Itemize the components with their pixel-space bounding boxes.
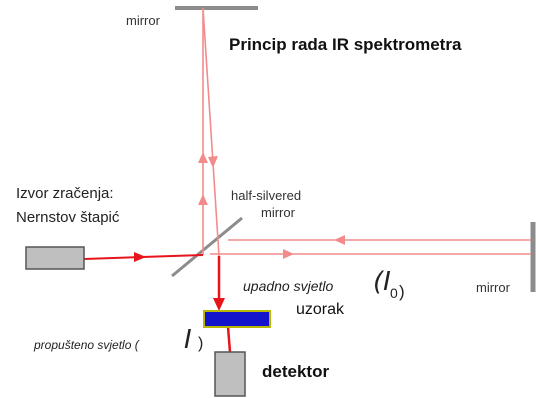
half-silvered-mirror	[171, 216, 243, 278]
incident-intensity-close: )	[399, 282, 405, 301]
beam-to-sample-arrow	[213, 298, 225, 311]
arrow-up-1	[198, 152, 208, 163]
source-lamp	[25, 246, 85, 270]
incident-intensity-symbol: (I	[373, 267, 391, 297]
source-label-line1: Izvor zračenja:	[16, 185, 114, 202]
top-mirror-label: mirror	[126, 13, 160, 28]
source-label-line2: Nernstov štapić	[16, 209, 120, 226]
arrow-left-return	[334, 235, 345, 245]
detector-label: detektor	[262, 362, 330, 381]
arrow-up-2	[198, 194, 208, 205]
beam-top-return	[202, 7, 220, 257]
arrow-right-out	[283, 249, 294, 259]
beam-to-detector	[226, 326, 232, 353]
incident-intensity-subscript: 0	[390, 285, 398, 301]
diagram-title: Princip rada IR spektrometra	[229, 35, 462, 54]
right-mirror-label: mirror	[476, 280, 510, 295]
sample-cell	[203, 310, 271, 328]
half-silvered-label-line1: half-silvered	[231, 188, 302, 203]
detector-box	[214, 351, 246, 397]
incident-light-label: upadno svjetlo	[243, 278, 334, 294]
arrow-down-top	[208, 156, 218, 168]
half-silvered-label-line2: mirror	[261, 205, 295, 220]
source-beam-arrow	[134, 252, 146, 262]
transmitted-intensity-close: )	[198, 335, 204, 352]
sample-label: uzorak	[296, 301, 345, 318]
transmitted-intensity-symbol: I	[184, 325, 192, 355]
transmitted-light-label: propušteno svjetlo (	[34, 338, 139, 352]
